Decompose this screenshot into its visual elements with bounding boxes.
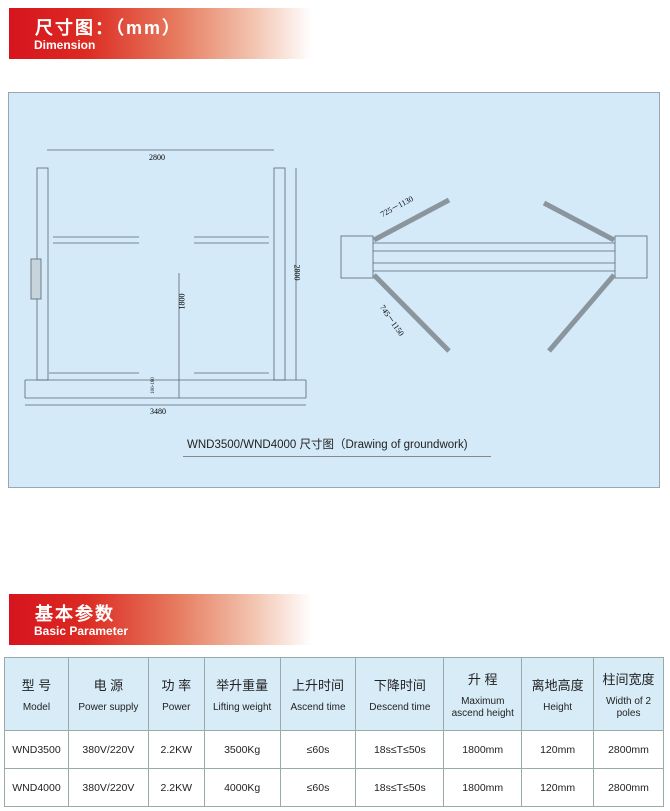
- cell-power-supply: 380V/220V: [67, 768, 149, 807]
- cell-model: WND4000: [4, 768, 69, 807]
- dim-2800-width: 2800: [149, 153, 165, 162]
- dim-3480: 3480: [150, 407, 166, 416]
- front-view-drawing: [24, 149, 307, 406]
- cell-max-height: 1800mm: [443, 730, 523, 769]
- dimension-banner: 尺寸图：（mm） Dimension: [9, 8, 312, 59]
- cell-max-height: 1800mm: [443, 768, 523, 807]
- cell-ascend-time: ≤60s: [279, 730, 357, 769]
- parameter-title: 基本参数: [35, 604, 115, 624]
- cell-power-supply: 380V/220V: [67, 730, 149, 769]
- cell-pole-width: 2800mm: [593, 768, 664, 807]
- dimension-subtitle: Dimension: [34, 38, 96, 52]
- cell-pole-width: 2800mm: [593, 730, 664, 769]
- caption-underline: [183, 456, 491, 457]
- dimension-title: 尺寸图：（mm）: [35, 18, 183, 38]
- cell-height: 120mm: [521, 768, 595, 807]
- parameter-banner: 基本参数 Basic Parameter: [9, 594, 312, 645]
- cell-height: 120mm: [521, 730, 595, 769]
- table-row: WND4000 380V/220V 2.2KW 4000Kg ≤60s 18s≤…: [4, 768, 664, 807]
- table-row: WND3500 380V/220V 2.2KW 3500Kg ≤60s 18s≤…: [4, 730, 664, 769]
- cell-ascend-time: ≤60s: [279, 768, 357, 807]
- top-view-drawing: [340, 197, 648, 353]
- dim-min-height: 100-180: [150, 377, 156, 394]
- cell-lifting-weight: 4000Kg: [203, 768, 281, 807]
- cell-descend-time: 18s≤T≤50s: [355, 730, 445, 769]
- cell-lifting-weight: 3500Kg: [203, 730, 281, 769]
- cell-power: 2.2KW: [147, 768, 205, 807]
- cell-model: WND3500: [4, 730, 69, 769]
- drawing-caption: WND3500/WND4000 尺寸图（Drawing of groundwor…: [187, 439, 468, 451]
- parameter-subtitle: Basic Parameter: [34, 624, 129, 638]
- dim-2800-height: 2800: [292, 264, 302, 281]
- dim-1800: 1800: [177, 293, 187, 310]
- cell-descend-time: 18s≤T≤50s: [355, 768, 445, 807]
- groundwork-drawing: [24, 149, 648, 406]
- cell-power: 2.2KW: [147, 730, 205, 769]
- groundwork-drawing-panel: 2800 2800 1800 3480 100-180 725－1130 745…: [8, 92, 660, 488]
